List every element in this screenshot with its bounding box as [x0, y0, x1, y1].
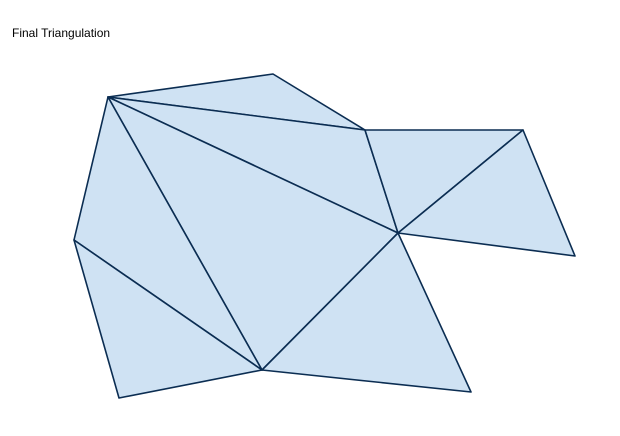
triangle-4 [397, 129, 576, 257]
diagram-title: Final Triangulation [12, 26, 111, 40]
triangle-8 [73, 239, 263, 399]
triangle-group [73, 73, 576, 399]
triangle-6 [261, 232, 472, 393]
